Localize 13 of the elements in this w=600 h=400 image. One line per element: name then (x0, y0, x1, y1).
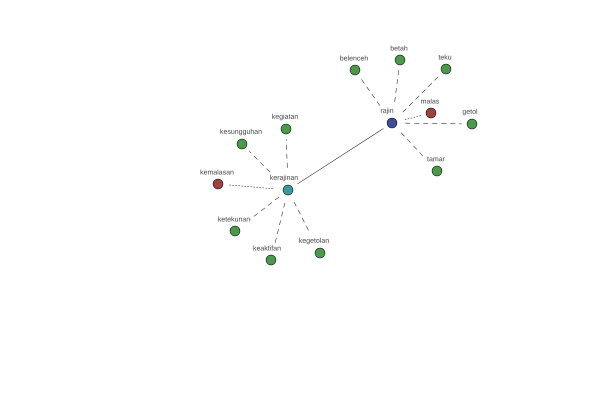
connector-line (228, 184, 274, 189)
connector-line (405, 122, 462, 124)
connector-line (286, 139, 288, 168)
connector-line (250, 196, 280, 220)
connector-line (404, 115, 422, 120)
connector-line (249, 151, 270, 172)
connector-line (274, 202, 286, 244)
connector-line (360, 78, 380, 106)
connector-line (402, 76, 439, 112)
connector-line (400, 132, 426, 159)
connector-line (394, 70, 399, 102)
connector-line (294, 202, 310, 233)
connector-line (297, 128, 384, 184)
